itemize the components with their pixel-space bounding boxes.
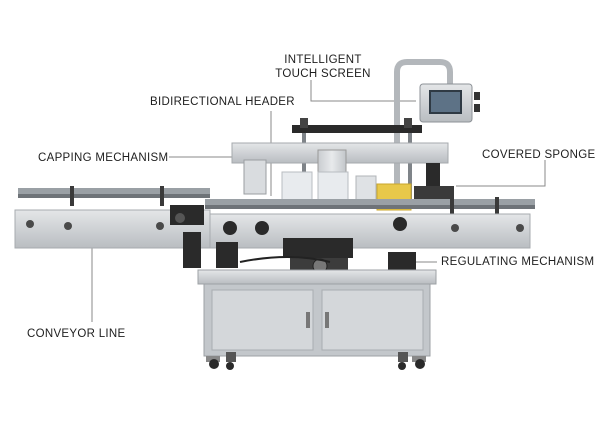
leader-lines xyxy=(91,80,546,322)
conveyor-rails xyxy=(18,186,535,219)
conveyor-body xyxy=(14,205,531,268)
callout-bidirectional-header: BIDIRECTIONAL HEADER xyxy=(150,96,295,108)
callout-covered-sponge: COVERED SPONGE xyxy=(482,149,596,161)
bottles xyxy=(281,171,412,211)
callout-touch-screen: INTELLIGENT TOUCH SCREEN xyxy=(263,53,383,81)
callout-conveyor-line: CONVEYOR LINE xyxy=(27,328,126,340)
callout-touch-screen-line1: INTELLIGENT xyxy=(284,54,362,66)
regulating-mechanism xyxy=(239,238,416,274)
callout-regulating-mechanism: REGULATING MECHANISM xyxy=(441,256,595,268)
callout-capping-mechanism: CAPPING MECHANISM xyxy=(38,152,169,164)
touch-screen-arm xyxy=(394,59,480,200)
base-cabinet xyxy=(197,269,437,370)
callout-touch-screen-line2: TOUCH SCREEN xyxy=(275,68,371,80)
